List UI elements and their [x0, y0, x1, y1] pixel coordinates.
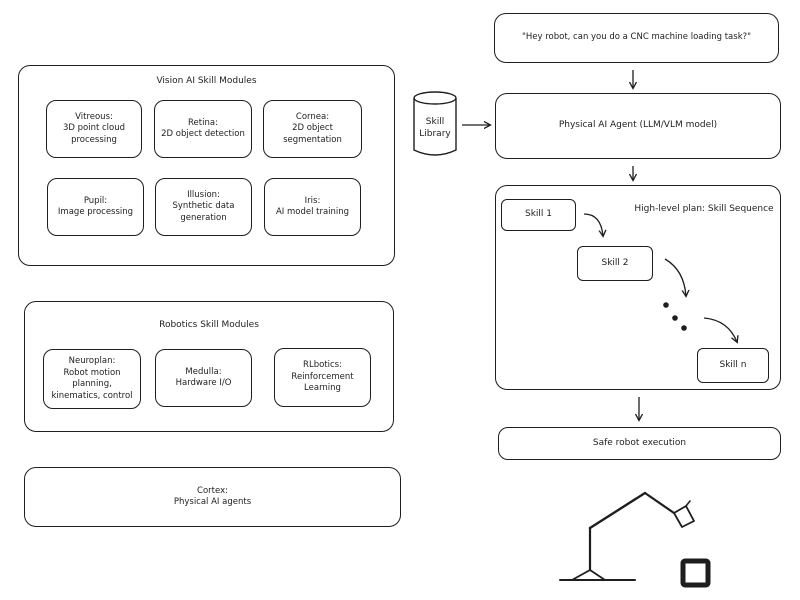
module-medulla: Medulla: Hardware I/O — [155, 349, 252, 407]
module-illusion: Illusion: Synthetic data generation — [155, 178, 252, 236]
skill-2-box: Skill 2 — [577, 246, 653, 281]
module-cornea: Cornea: 2D object segmentation — [263, 100, 362, 158]
skill-1-box: Skill 1 — [501, 199, 576, 231]
safe-execution-box: Safe robot execution — [498, 427, 781, 460]
module-name: Pupil: — [83, 195, 108, 206]
execution-label: Safe robot execution — [592, 437, 687, 448]
module-name: Cornea: — [295, 111, 330, 122]
module-desc: 2D object segmentation — [283, 123, 342, 145]
workpiece-block — [680, 558, 711, 588]
module-desc: Reinforcement Learning — [291, 371, 354, 394]
module-retina: Retina: 2D object detection — [154, 100, 252, 158]
skill-label: Skill n — [719, 359, 747, 370]
skill-label: Skill 2 — [601, 257, 629, 268]
vision-group-title: Vision AI Skill Modules — [156, 76, 257, 86]
skill-n-box: Skill n — [697, 348, 769, 383]
skill-library-line1: Skill — [425, 117, 445, 127]
module-desc: Image processing — [57, 207, 134, 217]
skill-library-label: Skill Library — [414, 116, 456, 140]
module-desc: 2D object detection — [161, 129, 245, 139]
module-iris: Iris: AI model training — [264, 178, 361, 236]
skill-library-line2: Library — [419, 129, 451, 139]
module-desc: AI model training — [275, 207, 350, 217]
physical-ai-agent-box: Physical AI Agent (LLM/VLM model) — [495, 93, 781, 159]
module-neuroplan: Neuroplan: Robot motion planning, kinema… — [43, 349, 141, 409]
module-name: Cortex: — [197, 485, 228, 496]
user-prompt-text: "Hey robot, can you do a CNC machine loa… — [521, 32, 752, 43]
skill-label: Skill 1 — [524, 209, 552, 220]
module-name: Iris: — [304, 195, 321, 206]
module-name: Medulla: — [185, 366, 222, 377]
module-name: Vitreous: — [75, 111, 113, 122]
module-name: Neuroplan: — [68, 356, 116, 366]
module-vitreous: Vitreous: 3D point cloud processing — [46, 100, 142, 158]
module-desc: 3D point cloud processing — [62, 123, 126, 145]
robot-arm-sketch — [559, 491, 695, 581]
module-name: Retina: — [188, 117, 218, 128]
agent-label: Physical AI Agent (LLM/VLM model) — [558, 120, 718, 131]
module-desc: Robot motion planning, kinematics, contr… — [51, 367, 133, 401]
module-name: Illusion: — [187, 189, 220, 200]
module-rlbotics: RLbotics: Reinforcement Learning — [274, 348, 371, 407]
module-name: RLbotics: — [303, 360, 342, 371]
module-desc: Physical AI agents — [173, 497, 252, 507]
user-prompt-box: "Hey robot, can you do a CNC machine loa… — [494, 13, 779, 63]
module-pupil: Pupil: Image processing — [47, 178, 144, 236]
module-desc: Hardware I/O — [175, 378, 232, 388]
robotics-group-title: Robotics Skill Modules — [159, 320, 259, 330]
module-desc: Synthetic data generation — [172, 201, 235, 223]
module-cortex: Cortex: Physical AI agents — [24, 467, 401, 527]
plan-title: High-level plan: Skill Sequence — [634, 204, 774, 214]
